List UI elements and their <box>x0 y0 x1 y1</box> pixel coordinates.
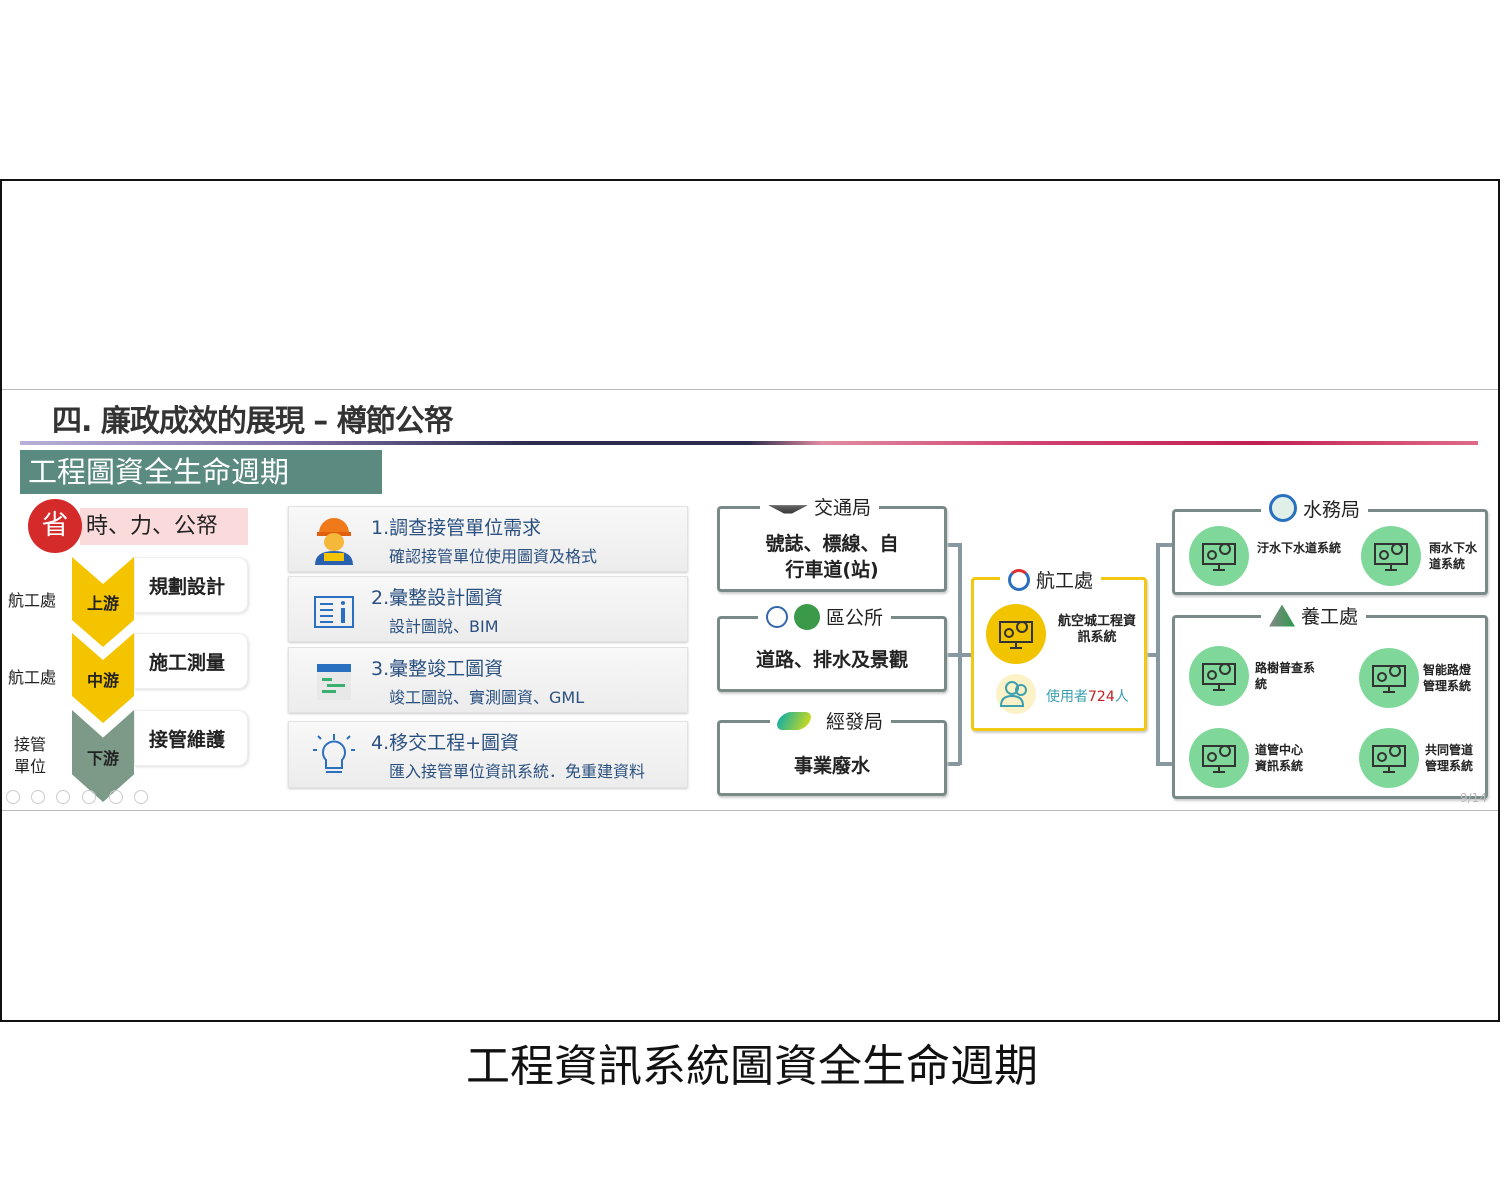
step-sub: 設計圖說、BIM <box>389 617 499 636</box>
org-name: 水務局 <box>1303 498 1361 521</box>
maintenance-logo-icon <box>1269 604 1295 627</box>
system-monitor-icon <box>1359 728 1419 788</box>
org-economic: 經發局 事業廢水 <box>717 707 947 796</box>
connector <box>946 762 960 766</box>
system-name: 雨水下水道系統 <box>1429 541 1478 571</box>
stream-label: 中游 <box>86 671 119 690</box>
system-monitor-icon <box>1361 526 1421 586</box>
system-name: 智能路燈管理系統 <box>1423 663 1472 693</box>
district-logo-icon <box>766 605 788 628</box>
prev-slide-icon[interactable] <box>6 790 20 804</box>
aviation-logo-icon <box>1008 568 1030 591</box>
step-sub: 確認接管單位使用圖資及格式 <box>389 547 598 566</box>
org-center: 航工處 航空城工程資訊系統 使用者724人 <box>971 566 1147 731</box>
org-water: 水務局 汙水下水道系統 雨水下水道系統 <box>1172 494 1488 595</box>
stage-task: 接管維護 <box>134 710 248 766</box>
step-title: 3.彙整竣工圖資 <box>371 658 504 680</box>
save-text: 時、力、公帑 <box>80 508 248 545</box>
stage-unit: 接管單位 <box>14 735 47 776</box>
connector <box>1156 543 1172 547</box>
step-sub: 匯入接管單位資訊系統．免重建資料 <box>389 762 646 781</box>
document-info-icon <box>314 596 354 628</box>
org-district: 區公所 道路、排水及景觀 <box>717 603 947 692</box>
more-icon[interactable] <box>134 790 148 804</box>
org-body: 事業廢水 <box>793 755 870 777</box>
stage-unit: 航工處 <box>8 668 57 687</box>
traffic-logo-icon <box>768 505 808 514</box>
org-traffic: 交通局 號誌、標線、自行車道(站) <box>717 493 947 592</box>
step-title: 4.移交工程+圖資 <box>371 732 520 754</box>
system-name: 航空城工程資訊系統 <box>1057 614 1136 645</box>
system-name: 汙水下水道系統 <box>1257 541 1342 555</box>
stage-unit: 航工處 <box>8 591 57 610</box>
caption: 工程資訊系統圖資全生命週期 <box>466 1041 1038 1092</box>
org-name: 經發局 <box>826 711 884 733</box>
users-count: 使用者724人 <box>1046 686 1129 706</box>
users-label: 使用者 <box>1046 689 1088 705</box>
pen-icon[interactable] <box>56 790 70 804</box>
slide-title: 四. 廉政成效的展現 – 樽節公帑 <box>52 404 454 439</box>
page-number: 9/14 <box>1460 791 1487 805</box>
step-title: 1.調查接管單位需求 <box>371 517 542 539</box>
org-name: 交通局 <box>814 497 872 519</box>
section-heading: 工程圖資全生命週期 <box>20 450 382 494</box>
system-monitor-icon <box>1189 728 1249 788</box>
system-monitor-icon <box>1189 526 1249 586</box>
district-logo-icon <box>794 603 820 630</box>
org-name: 區公所 <box>826 607 884 629</box>
org-body: 道路、排水及景觀 <box>755 649 908 671</box>
system-name: 路樹普查系統 <box>1255 661 1316 691</box>
stream-label: 上游 <box>86 594 119 613</box>
stage-task: 施工測量 <box>134 633 248 689</box>
water-logo-icon <box>1269 494 1297 522</box>
worker-icon <box>315 518 353 565</box>
step-sub: 竣工圖說、實測圖資、GML <box>389 688 585 707</box>
stage-task: 規劃設計 <box>134 557 248 613</box>
stream-label: 下游 <box>86 749 119 768</box>
connector <box>946 543 960 547</box>
next-slide-icon[interactable] <box>31 790 45 804</box>
org-body: 號誌、標線、自行車道(站) <box>765 533 899 581</box>
calendar-chart-icon <box>317 664 351 700</box>
users-number: 724 <box>1088 689 1115 705</box>
save-badge: 省 <box>28 499 82 553</box>
system-monitor-icon <box>986 604 1046 664</box>
step-title: 2.彙整設計圖資 <box>371 587 504 609</box>
connector <box>1156 543 1160 765</box>
step-card: 4.移交工程+圖資 匯入接管單位資訊系統．免重建資料 <box>288 721 688 788</box>
org-name: 航工處 <box>1036 570 1094 592</box>
system-monitor-icon <box>1189 646 1249 706</box>
step-card: 2.彙整設計圖資 設計圖說、BIM <box>288 576 688 642</box>
system-name: 共同管道管理系統 <box>1425 743 1474 773</box>
users-icon <box>996 674 1036 714</box>
connector <box>946 653 971 657</box>
system-name: 道管中心資訊系統 <box>1255 743 1304 773</box>
slides-icon[interactable] <box>82 790 96 804</box>
step-card: 1.調查接管單位需求 確認接管單位使用圖資及格式 <box>288 506 688 572</box>
org-maintenance: 養工處 路樹普查系統 智能路燈管理系統 道管中心資訊系統 共同管道管理系統 <box>1172 602 1488 799</box>
economic-logo-icon <box>773 711 815 730</box>
lightbulb-icon <box>313 734 355 773</box>
connector <box>1146 653 1160 657</box>
step-card: 3.彙整竣工圖資 竣工圖說、實測圖資、GML <box>288 647 688 713</box>
org-name: 養工處 <box>1301 606 1359 628</box>
connector <box>1156 762 1172 766</box>
users-suffix: 人 <box>1114 689 1129 705</box>
save-label: 時、力、公帑 <box>86 514 219 539</box>
zoom-icon[interactable] <box>109 790 123 804</box>
image-frame <box>0 179 1500 1022</box>
title-divider <box>20 441 1478 445</box>
system-monitor-icon <box>1359 648 1419 708</box>
